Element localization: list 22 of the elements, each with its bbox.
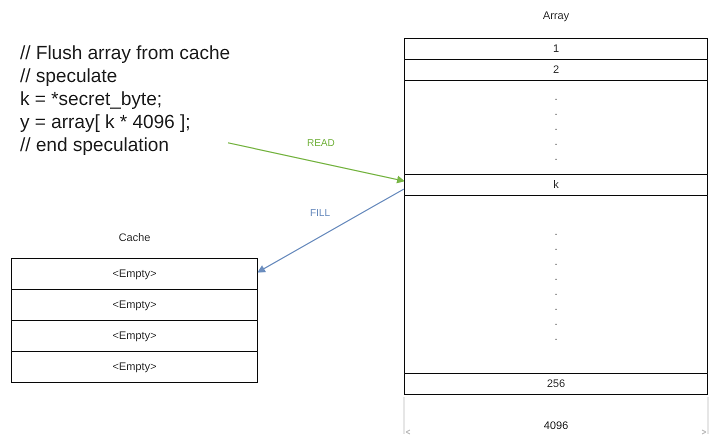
table-row: <Empty> [11, 258, 258, 290]
code-line: // Flush array from cache [20, 42, 232, 65]
code-line: // end speculation [20, 134, 170, 157]
table-row: . . . . . . . . [404, 195, 708, 374]
table-row: 2 [404, 59, 708, 81]
table-row: . . . . . [404, 80, 708, 175]
table-row: 256 [404, 373, 708, 395]
table-row: <Empty> [11, 320, 258, 352]
dimension-label: 4096 [542, 420, 570, 432]
code-line: y = array[ k * 4096 ]; [20, 111, 192, 134]
table-title: Cache [118, 232, 152, 244]
table-row: <Empty> [11, 289, 258, 321]
code-line: // speculate [20, 65, 118, 88]
table-row: k [404, 174, 708, 196]
table-row: <Empty> [11, 351, 258, 383]
table-row: 1 [404, 38, 708, 60]
code-line: k = *secret_byte; [20, 88, 164, 111]
arrow [257, 188, 404, 273]
arrow [228, 142, 405, 184]
table-title: Array [542, 10, 570, 22]
edge-label: READ [305, 138, 337, 149]
edge-label: FILL [308, 208, 332, 219]
